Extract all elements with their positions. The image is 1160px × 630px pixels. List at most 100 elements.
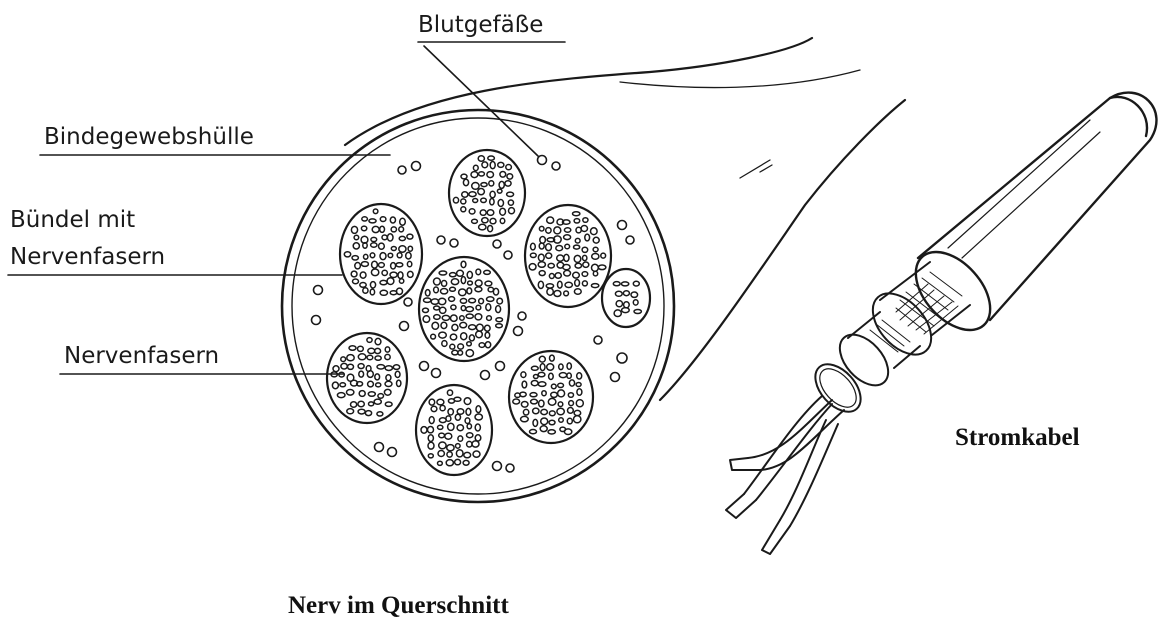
nerve-fiber	[581, 226, 587, 232]
nerve-fiber	[355, 263, 361, 269]
nerve-fiber	[614, 310, 621, 317]
nerve-fiber	[341, 357, 346, 362]
nerve-fiber	[564, 228, 570, 232]
nerve-fiber	[347, 390, 354, 396]
nerve-fiber	[382, 235, 387, 240]
nerve-fiber	[633, 300, 638, 305]
nerve-fiber	[437, 399, 444, 405]
nerve-fiber	[399, 279, 403, 284]
nerve-fiber	[428, 435, 433, 442]
nerve-fiber	[399, 236, 405, 240]
cable-outer-jacket	[918, 93, 1156, 320]
nerve-fiber	[469, 325, 476, 330]
nerve-fiber	[530, 393, 537, 397]
nerve-fiber	[486, 304, 491, 311]
nerve-fiber	[513, 399, 520, 404]
nerve-fiber	[533, 419, 538, 426]
nerve-fiber	[496, 318, 503, 322]
nerve-fiber	[598, 265, 606, 270]
nerve-fiber	[500, 218, 505, 223]
nerve-fiber	[467, 441, 472, 447]
nerve-fiber	[564, 429, 571, 435]
nerve-fiber	[565, 282, 572, 287]
nerve-fiber	[574, 255, 581, 262]
nerve-fiber	[408, 271, 414, 277]
nerve-fiber	[507, 174, 513, 179]
nerve-fiber	[522, 381, 527, 388]
nerve-fiber	[352, 256, 358, 260]
nerve-fiber	[575, 280, 580, 287]
nerve-fiber	[469, 298, 476, 302]
nerve-fiber	[364, 254, 368, 259]
nerve-fiber	[487, 172, 494, 178]
nerve-fiber	[476, 406, 481, 413]
blood-vessel	[538, 156, 547, 165]
nerve-fiber	[505, 181, 511, 186]
nerve-fiber	[539, 356, 545, 362]
nerve-fiber	[548, 263, 554, 268]
nerve-fiber	[421, 427, 427, 434]
nerve-fiber	[450, 273, 457, 277]
nerve-fiber	[557, 408, 564, 415]
nerve-fiber	[353, 243, 359, 249]
nerve-fiber	[583, 255, 587, 260]
cable-braid-rim	[862, 283, 943, 366]
blood-vessel	[552, 162, 560, 170]
nerve-fiber	[542, 391, 546, 396]
nerve-fiber	[582, 272, 588, 277]
nerve-fiber	[385, 402, 392, 406]
nerve-fiber	[428, 427, 434, 433]
nerve-fiber	[369, 402, 374, 406]
nerve-fiber	[473, 165, 478, 170]
nerve-fibers	[331, 156, 641, 466]
nerve-fiber	[622, 308, 630, 313]
nerve-fiber	[475, 314, 482, 320]
nerve-fiber	[469, 192, 476, 197]
nerve-fiber	[567, 373, 571, 378]
nerve-fiber	[559, 418, 564, 422]
nerve-fiber	[538, 372, 545, 376]
nerve-fiber	[479, 172, 485, 176]
nerve-fiber	[496, 306, 501, 313]
wire	[780, 420, 838, 526]
nerve-fiber	[341, 363, 347, 369]
nerve-fiber	[459, 289, 466, 296]
nerve-fiber	[475, 287, 482, 292]
nerve-fiber	[360, 283, 366, 288]
nerve-fiber	[461, 199, 466, 204]
nerve-fiber	[540, 364, 545, 371]
blood-vessel	[375, 443, 384, 452]
fascicle	[602, 269, 650, 327]
fascicles	[327, 150, 650, 475]
nerve-fiber	[347, 355, 354, 361]
nerve-fiber	[440, 307, 446, 313]
nerve-fiber	[466, 307, 474, 312]
nerve-fiber	[460, 322, 467, 327]
nerve-fiber	[538, 382, 546, 387]
nerve-fiber	[475, 414, 482, 420]
nerve-fiber	[490, 218, 496, 223]
nerve-fiber	[448, 409, 453, 415]
nerve-fiber	[378, 394, 384, 399]
nerve-fiber	[358, 401, 364, 407]
nerve-fiber	[450, 344, 455, 349]
nerve-fiber	[391, 227, 396, 232]
nerve-fiber	[493, 288, 498, 295]
blood-vessel	[518, 312, 526, 320]
blood-vessel	[450, 239, 458, 247]
nerve-fiber	[576, 400, 583, 407]
nerve-fiber	[375, 338, 381, 344]
nerve-fiber	[467, 271, 472, 278]
nerve-fiber	[565, 244, 570, 249]
nerve-fiber	[592, 254, 599, 260]
nerve-fiber	[406, 252, 411, 259]
nerve-fiber	[591, 284, 598, 288]
nerve-fiber	[351, 402, 357, 408]
nerve-fiber	[569, 401, 574, 406]
nerve-fiber	[621, 282, 628, 286]
nerve-fiber	[431, 334, 436, 339]
nerve-fiber	[574, 219, 580, 223]
nerve-fiber	[385, 347, 390, 352]
nerve-fiber	[475, 424, 480, 431]
